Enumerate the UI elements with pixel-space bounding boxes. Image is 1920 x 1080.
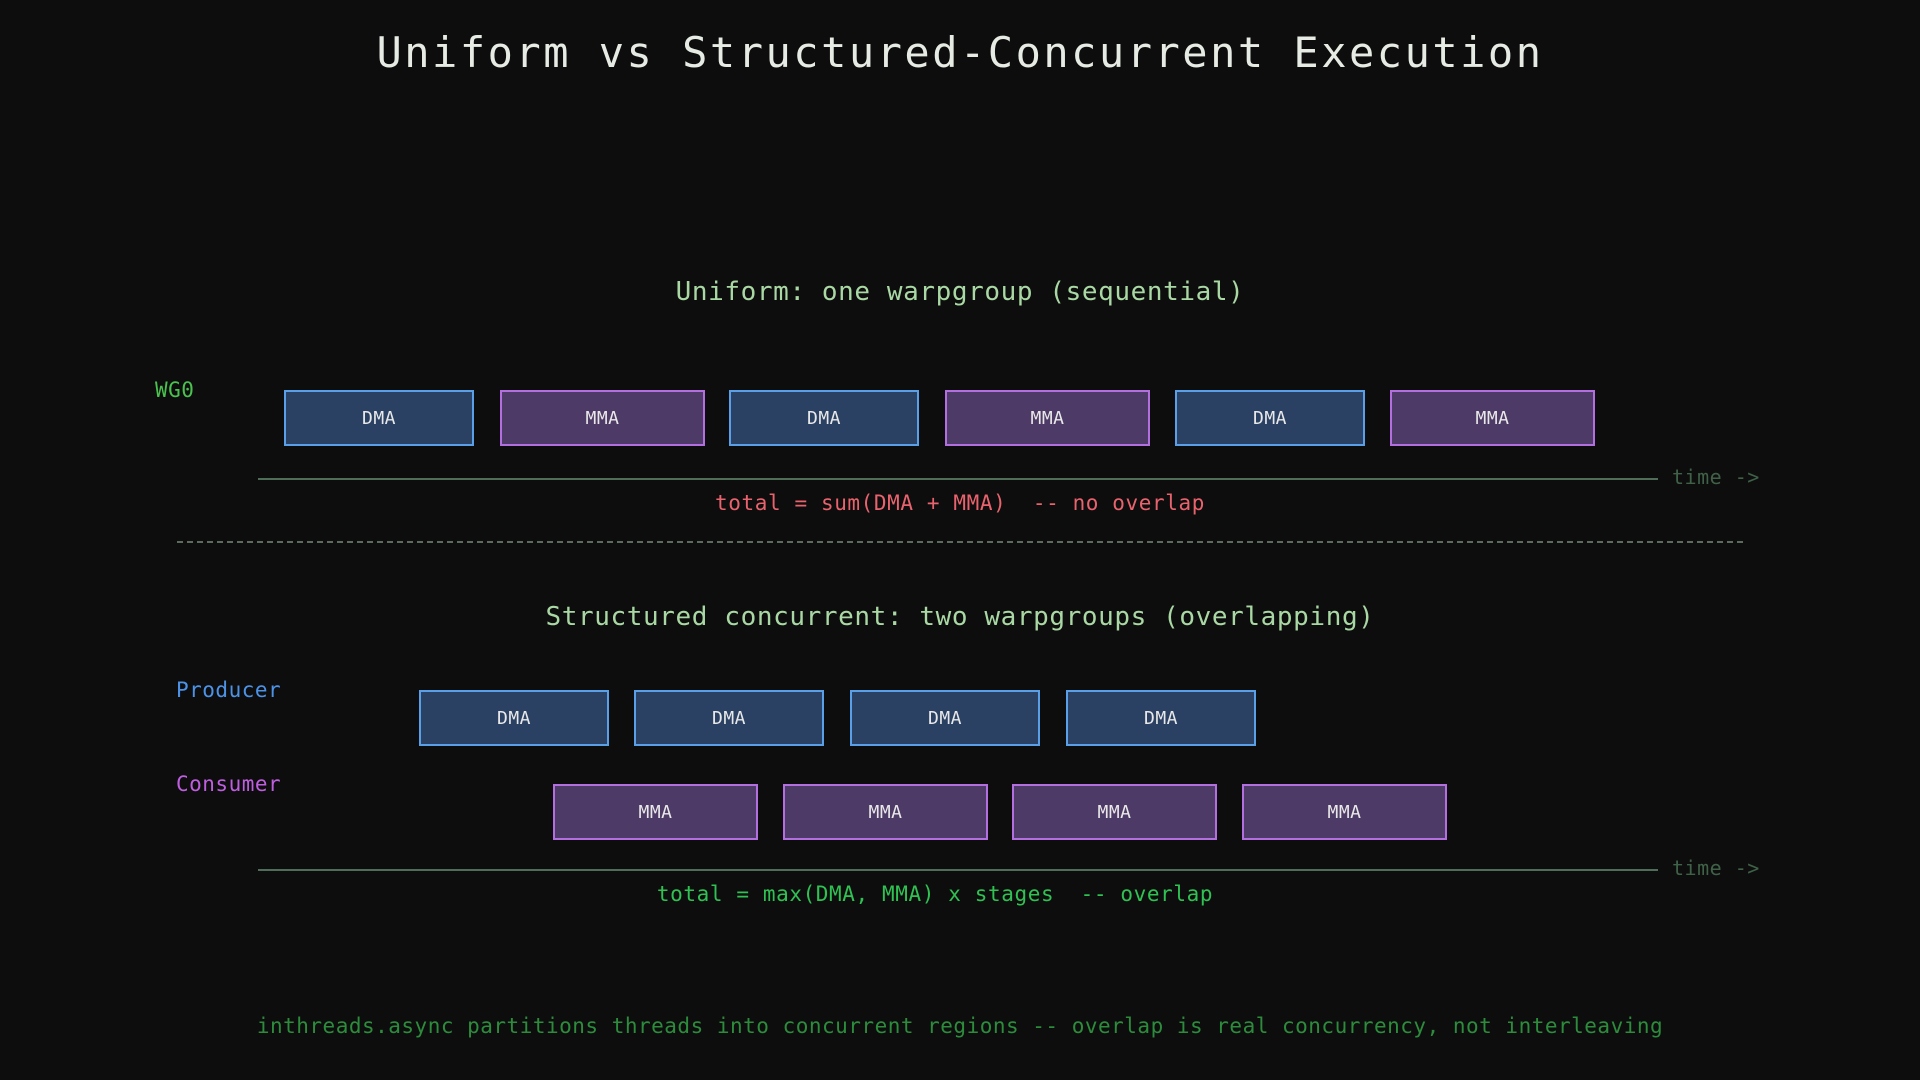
uniform-time-axis-label: time -> <box>1672 465 1760 489</box>
uniform-block-dma-4: DMA <box>1175 390 1365 446</box>
producer-block-dma-0: DMA <box>419 690 609 746</box>
uniform-block-mma-3: MMA <box>945 390 1150 446</box>
producer-block-dma-3: DMA <box>1066 690 1256 746</box>
uniform-block-dma-2: DMA <box>729 390 919 446</box>
footer-note: inthreads.async partitions threads into … <box>256 1014 1664 1038</box>
uniform-block-mma-5: MMA <box>1390 390 1595 446</box>
row-label-consumer: Consumer <box>176 772 282 796</box>
page-title: Uniform vs Structured-Concurrent Executi… <box>376 28 1544 77</box>
structured-section-heading: Structured concurrent: two warpgroups (o… <box>545 602 1375 632</box>
section-divider <box>177 541 1743 543</box>
producer-block-dma-2: DMA <box>850 690 1040 746</box>
consumer-block-mma-2: MMA <box>1012 784 1217 840</box>
uniform-timeline-axis <box>258 478 1658 480</box>
structured-time-axis-label: time -> <box>1672 856 1760 880</box>
uniform-block-dma-0: DMA <box>284 390 474 446</box>
uniform-total-caption: total = sum(DMA + MMA) -- no overlap <box>715 491 1205 515</box>
producer-block-dma-1: DMA <box>634 690 824 746</box>
uniform-section-heading: Uniform: one warpgroup (sequential) <box>675 277 1245 307</box>
row-label-wg0: WG0 <box>155 378 195 402</box>
row-label-producer: Producer <box>176 678 282 702</box>
structured-timeline-axis <box>258 869 1658 871</box>
structured-total-caption: total = max(DMA, MMA) x stages -- overla… <box>656 882 1214 906</box>
consumer-block-mma-1: MMA <box>783 784 988 840</box>
consumer-block-mma-0: MMA <box>553 784 758 840</box>
uniform-block-mma-1: MMA <box>500 390 705 446</box>
consumer-block-mma-3: MMA <box>1242 784 1447 840</box>
